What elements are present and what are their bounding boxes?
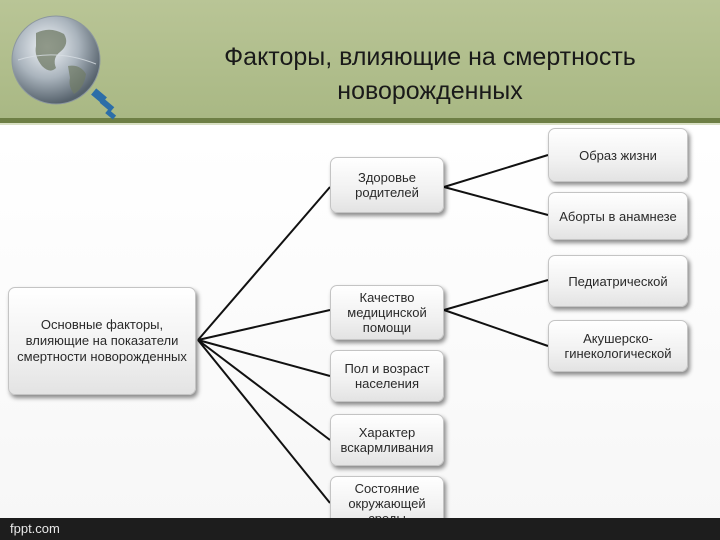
main-factors-label: Основные факторы, влияющие на показатели… bbox=[17, 317, 187, 364]
middle-box-feeding-label: Характер вскармливания bbox=[340, 425, 434, 455]
right-box-lifestyle: Образ жизни bbox=[548, 128, 688, 182]
connector-care-to-pediatric bbox=[443, 279, 549, 311]
middle-box-care-label: Качество медицинской помощи bbox=[347, 290, 427, 335]
right-box-abortions: Аборты в анамнезе bbox=[548, 192, 688, 240]
middle-box-health-label: Здоровье родителей bbox=[355, 170, 419, 200]
middle-box-sex-age: Пол и возраст населения bbox=[330, 350, 444, 402]
right-box-lifestyle-label: Образ жизни bbox=[579, 147, 657, 163]
slide-title: Факторы, влияющие на смертность новорожд… bbox=[224, 43, 636, 105]
middle-box-sex-age-label: Пол и возраст населения bbox=[344, 361, 430, 391]
middle-box-health: Здоровье родителей bbox=[330, 157, 444, 213]
connector-main-to-care bbox=[197, 309, 331, 341]
right-box-obstetric: Акушерско-гинекологической bbox=[548, 320, 688, 372]
globe-icon bbox=[11, 15, 117, 120]
connector-main-to-environment bbox=[197, 339, 331, 504]
connector-main-to-feeding bbox=[197, 339, 331, 441]
connector-main-to-health bbox=[197, 186, 331, 341]
right-box-pediatric: Педиатрической bbox=[548, 255, 688, 307]
connector-health-to-lifestyle bbox=[443, 154, 549, 188]
connector-main-to-sex-age bbox=[197, 339, 331, 377]
main-factors-box: Основные факторы, влияющие на показатели… bbox=[8, 287, 196, 395]
connector-health-to-abortions bbox=[443, 186, 549, 216]
right-box-abortions-label: Аборты в анамнезе bbox=[559, 208, 677, 224]
footer-bar bbox=[0, 518, 720, 540]
header-band bbox=[0, 0, 720, 118]
footer-brand: fppt.com bbox=[10, 521, 60, 536]
right-box-pediatric-label: Педиатрической bbox=[568, 273, 668, 289]
middle-box-feeding: Характер вскармливания bbox=[330, 414, 444, 466]
header-divider-light bbox=[0, 123, 720, 125]
right-box-obstetric-label: Акушерско-гинекологической bbox=[564, 331, 672, 361]
connector-care-to-obstetric bbox=[443, 309, 549, 347]
middle-box-care: Качество медицинской помощи bbox=[330, 285, 444, 340]
header-divider bbox=[0, 118, 720, 123]
